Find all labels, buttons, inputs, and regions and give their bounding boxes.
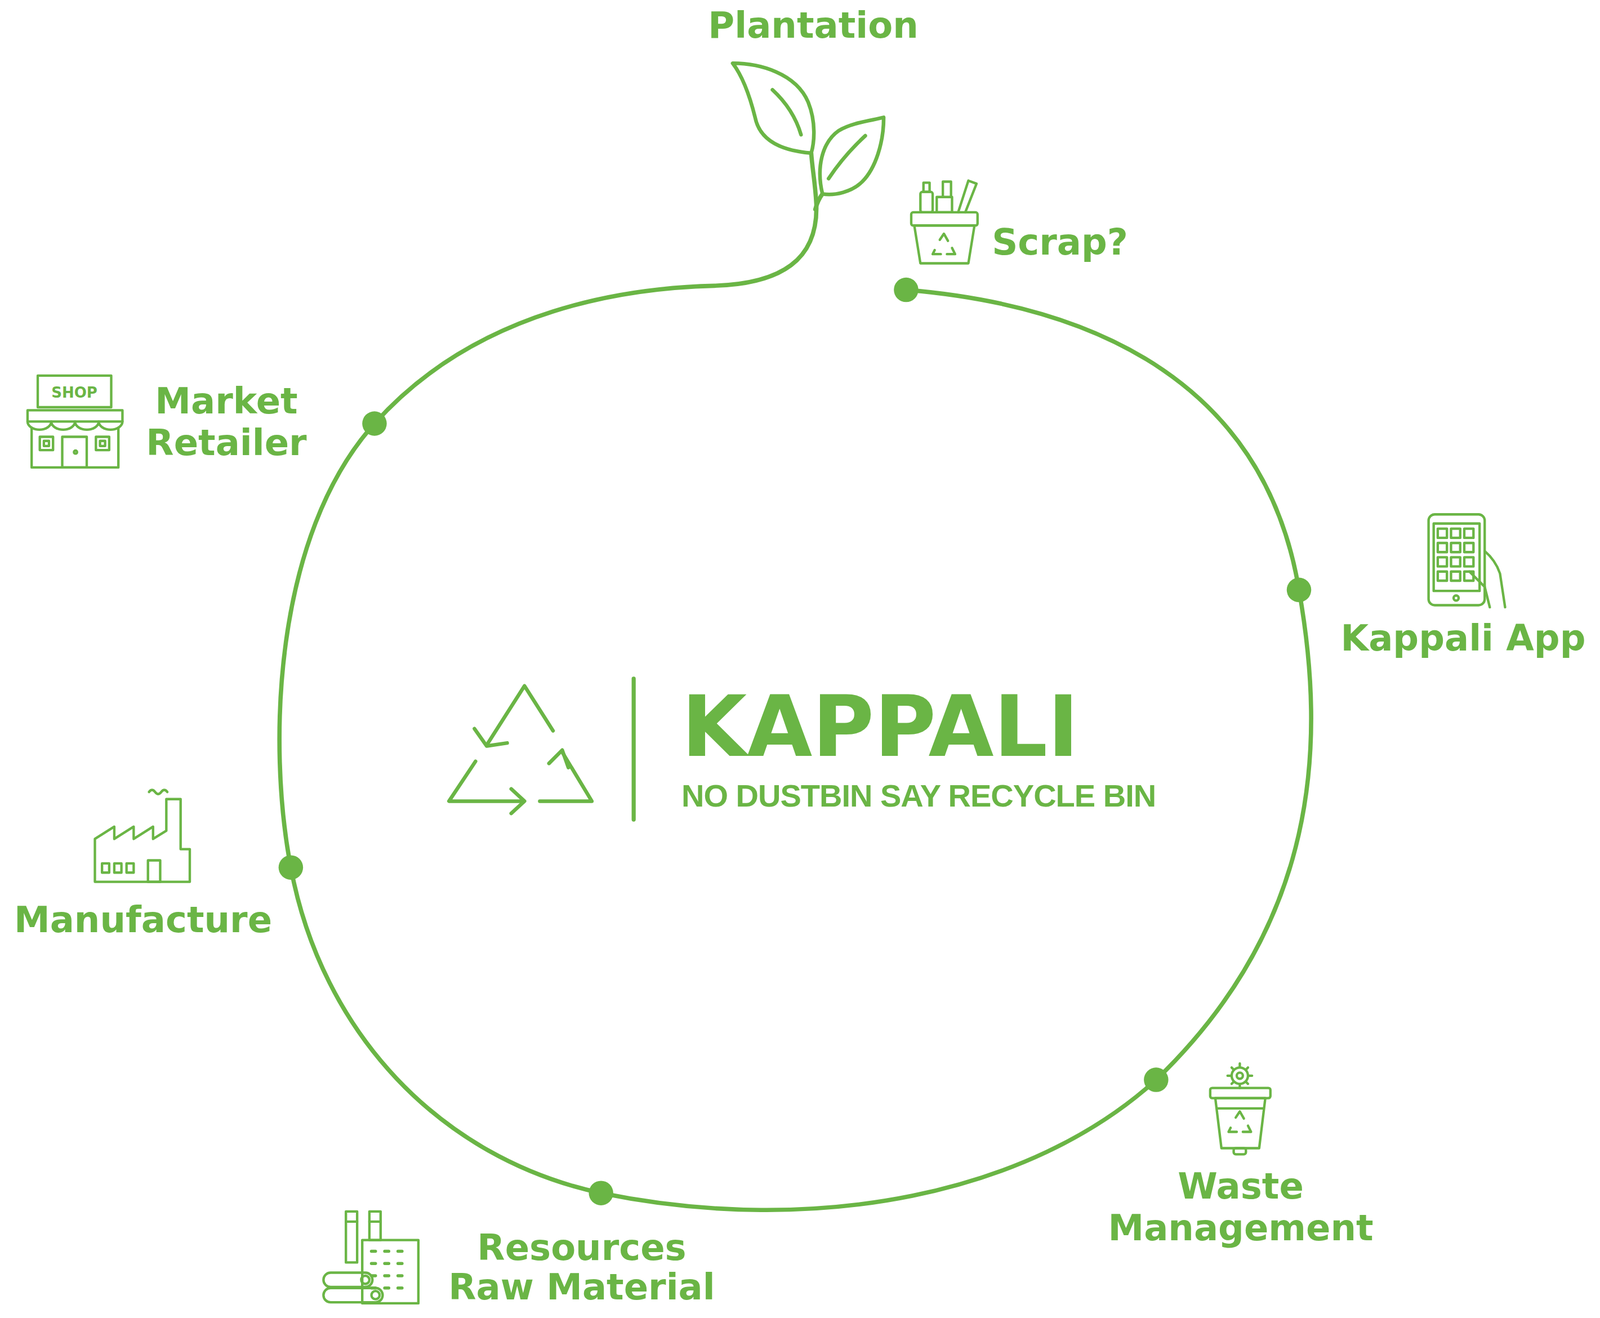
app-tablet-icon — [1450, 542, 1460, 552]
raw-material-icon — [345, 1220, 381, 1223]
life-cycle-loop — [279, 153, 1312, 1210]
stage-dot — [362, 411, 387, 436]
scrap-basket-icon — [936, 197, 952, 213]
shop-icon — [43, 440, 49, 447]
stage-dot — [1143, 1067, 1169, 1092]
waste-bin-icon — [1217, 1107, 1264, 1110]
app-tablet-icon — [1450, 528, 1460, 538]
factory-icon — [126, 863, 135, 873]
factory-icon — [101, 863, 110, 873]
shop-sign-text: SHOP — [51, 384, 98, 401]
shop-icon — [31, 428, 119, 468]
raw-material-icon — [369, 1211, 381, 1241]
stage-label: Plantation — [707, 5, 918, 47]
app-tablet-icon — [1450, 571, 1460, 581]
scrap-basket-icon — [923, 182, 930, 192]
factory-icon — [148, 860, 161, 882]
app-tablet-icon — [1437, 571, 1447, 581]
shop-icon — [37, 375, 111, 408]
stage-dot — [1286, 577, 1312, 603]
scrap-basket-icon — [911, 212, 978, 226]
stage-dot — [278, 854, 303, 880]
scrap-basket-icon — [957, 180, 977, 213]
recycle-logo — [549, 750, 569, 768]
raw-material-icon — [360, 1275, 369, 1284]
app-tablet-icon — [1453, 595, 1459, 601]
factory-icon — [149, 789, 168, 794]
stage-label: Market Retailer — [145, 380, 307, 464]
shop-icon — [95, 437, 110, 451]
logo-divider — [631, 678, 636, 820]
app-tablet-icon — [1428, 514, 1486, 605]
leaf-vein — [772, 89, 802, 135]
raw-material-icon — [371, 1250, 403, 1288]
waste-bin-icon — [1227, 1063, 1252, 1088]
recycle-logo — [448, 678, 634, 820]
raw-material-icon — [371, 1290, 380, 1299]
factory-icon — [95, 789, 191, 882]
recycle-logo — [486, 685, 554, 746]
app-tablet-icon — [1450, 556, 1460, 566]
leaf — [732, 63, 814, 153]
stage-dot — [588, 1180, 613, 1205]
app-tablet-icon — [1464, 528, 1474, 538]
shop-icon — [27, 375, 123, 468]
shop-icon — [27, 421, 123, 430]
app-tablet-icon — [1433, 523, 1481, 592]
waste-bin-icon — [1215, 1098, 1266, 1149]
shop-icon — [62, 437, 87, 468]
stage-label: Waste Management — [1107, 1165, 1374, 1249]
waste-bin-icon — [1210, 1063, 1271, 1154]
app-tablet-icon — [1464, 542, 1474, 552]
scrap-basket-icon — [914, 225, 975, 264]
factory-icon — [114, 863, 122, 873]
waste-bin-icon — [1236, 1072, 1243, 1079]
stage-dot — [893, 277, 918, 302]
raw-material-icon — [362, 1240, 419, 1304]
leaf — [819, 117, 884, 195]
scrap-basket-icon — [920, 192, 933, 213]
shop-icon — [39, 437, 54, 451]
app-tablet-icon — [1464, 556, 1474, 566]
stage-label: Kappali App — [1340, 617, 1586, 660]
stem-branch — [815, 193, 823, 209]
shop-icon — [73, 450, 77, 454]
brand-tagline: NO DUSTBIN SAY RECYCLE BIN — [681, 777, 1156, 814]
shop-icon — [27, 409, 123, 422]
cycle-curve — [279, 153, 1312, 1210]
app-tablet-icon — [1437, 542, 1447, 552]
stage-label: Manufacture — [14, 899, 273, 942]
recycle-logo — [511, 789, 525, 814]
factory-icon — [95, 799, 191, 882]
scrap-basket-icon — [942, 181, 951, 198]
waste-bin-icon — [1228, 1111, 1251, 1132]
stage-label: Scrap? — [991, 221, 1129, 264]
scrap-basket-icon — [932, 233, 956, 254]
shop-icon — [100, 440, 106, 447]
raw-material-icon — [323, 1211, 419, 1304]
app-tablet-icon — [1437, 556, 1447, 566]
brand-name: KAPPALI — [681, 684, 1080, 769]
recycle-logo — [474, 728, 508, 747]
sprout-leaves — [732, 63, 884, 195]
app-tablet-icon — [1428, 514, 1506, 608]
app-tablet-icon — [1469, 571, 1490, 608]
stage-dots — [278, 277, 1312, 1206]
raw-material-icon — [323, 1287, 383, 1303]
raw-material-icon — [323, 1272, 373, 1287]
scrap-basket-icon — [911, 180, 978, 264]
raw-material-icon — [345, 1211, 358, 1263]
stage-label: Resources Raw Material — [439, 1227, 725, 1308]
waste-bin-icon — [1210, 1088, 1271, 1099]
leaf-vein — [828, 135, 866, 179]
recycle-logo — [448, 761, 523, 802]
app-tablet-icon — [1437, 528, 1447, 538]
waste-bin-icon — [1233, 1147, 1247, 1154]
